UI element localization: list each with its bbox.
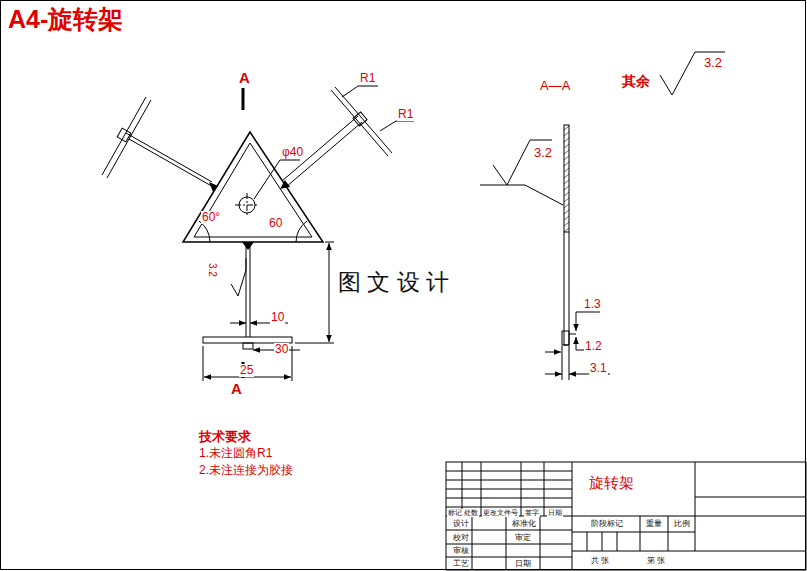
sheet-title: A4-旋转架 [8,6,123,34]
dimension: 1.3 [583,298,602,311]
table-cell: 设计 [452,520,470,529]
table-cell: 审定 [514,534,532,543]
table-cell: 签字 [524,509,540,517]
note-text: 2.未注连接为胶接 [198,464,294,477]
table-cell: 校对 [452,534,470,543]
dimension: 3.1 [589,362,608,375]
section-mark: A [238,70,251,87]
table-cell: 标准化 [511,520,537,529]
dimension: 25 [239,364,254,377]
angle-dimension: 60° [201,211,221,224]
table-cell: 更改文件号 [482,509,519,517]
table-cell: 第 张 [646,557,666,566]
dimension: 30 [274,343,289,356]
radius-callout: R1 [359,72,376,85]
table-cell: 标记 [447,509,463,517]
watermark: 图 文 设 计 [337,270,450,295]
table-cell: 比例 [673,520,691,529]
table-cell: 共 张 [590,557,610,566]
table-cell: 日期 [514,560,532,569]
radius-callout: R1 [397,108,414,121]
note-text: 1.未注圆角R1 [198,447,273,460]
roughness-value: 3.2 [533,146,553,160]
table-cell: 阶段标记 [590,520,624,529]
section-title: A—A [539,79,571,93]
roughness-note: 其余 [621,74,651,89]
part-name: 旋转架 [588,475,635,492]
table-cell: 工艺 [452,560,470,569]
roughness-value: 3.2 [207,262,218,278]
dimension: 1.2 [584,340,603,353]
table-cell: 审核 [452,547,470,556]
table-cell: 处数 [463,509,479,517]
diameter-dimension: φ40 [281,146,304,159]
angle-dimension: 60 [268,217,283,230]
section-mark: A [230,381,243,398]
roughness-value: 3.2 [703,56,723,70]
note-heading: 技术要求 [198,430,252,444]
table-cell: 重量 [645,520,663,529]
table-cell: 日期 [547,509,563,517]
dimension: 10 [270,311,285,324]
